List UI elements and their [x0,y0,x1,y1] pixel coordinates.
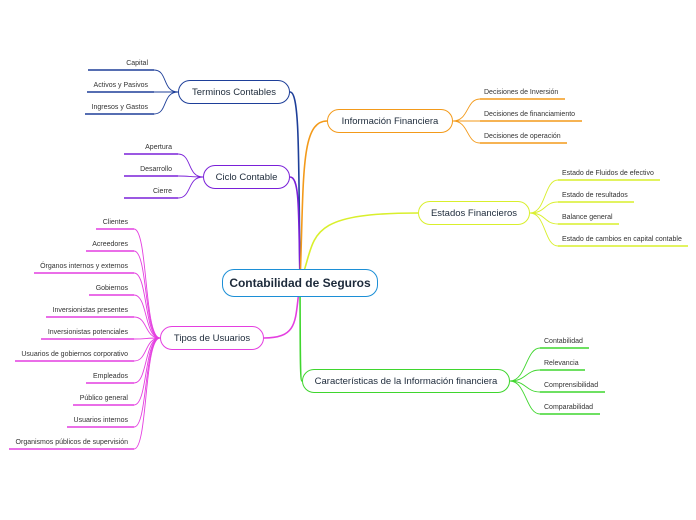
leaf-info-2[interactable]: Decisiones de operación [484,133,561,140]
leaf-caract-1[interactable]: Relevancia [544,360,579,367]
leaf-info-1[interactable]: Decisiones de financiamiento [484,111,576,118]
leaf-usuarios-7[interactable]: Empleados [92,373,128,380]
leaf-connector-usuarios-2 [133,272,161,339]
leaf-connector-estados-2 [529,212,559,225]
leaf-connector-ciclo-2 [177,176,204,199]
leaf-terminos-2[interactable]: Ingresos y Gastos [91,104,148,111]
leaf-terminos-0[interactable]: Capital [126,60,148,67]
leaf-ciclo-1[interactable]: Desarrollo [140,166,172,173]
branch-caract[interactable]: Características de la Información financ… [302,369,510,393]
leaf-usuarios-2[interactable]: Órganos internos y externos [40,263,128,270]
leaf-connector-estados-3 [529,212,559,247]
leaf-usuarios-9[interactable]: Usuarios internos [73,417,128,424]
leaf-usuarios-4[interactable]: Inversionistas presentes [52,307,128,314]
leaf-usuarios-3[interactable]: Gobiernos [95,285,128,292]
connector-estados [299,212,419,284]
leaf-connector-usuarios-1 [133,250,161,339]
branch-ciclo[interactable]: Ciclo Contable [203,165,290,189]
leaf-ciclo-2[interactable]: Cierre [152,188,172,195]
leaf-caract-2[interactable]: Comprensibilidad [544,382,599,389]
connector-ciclo [289,176,301,284]
connector-info [299,120,328,284]
branch-estados[interactable]: Estados Financieros [418,201,530,225]
leaf-connector-ciclo-0 [177,153,204,178]
central-topic[interactable]: Contabilidad de Seguros [222,269,378,297]
leaf-estados-3[interactable]: Estado de cambios en capital contable [562,236,682,243]
leaf-estados-2[interactable]: Balance general [562,214,613,221]
leaf-usuarios-0[interactable]: Clientes [102,219,128,226]
leaf-connector-info-2 [452,120,481,144]
leaf-connector-terminos-2 [153,91,179,115]
leaf-connector-usuarios-4 [133,316,161,339]
leaf-info-0[interactable]: Decisiones de Inversión [484,89,559,96]
leaf-connector-caract-2 [509,380,541,393]
branch-terminos[interactable]: Terminos Contables [178,80,290,104]
leaf-usuarios-10[interactable]: Organismos públicos de supervisión [15,439,128,446]
leaf-connector-usuarios-0 [133,228,161,339]
leaf-connector-caract-0 [509,347,541,382]
leaf-connector-terminos-0 [153,69,179,93]
leaf-connector-usuarios-3 [133,294,161,339]
leaf-usuarios-5[interactable]: Inversionistas potenciales [47,329,128,336]
leaf-caract-0[interactable]: Contabilidad [544,338,583,345]
connector-caract [299,282,303,382]
leaf-connector-usuarios-10 [133,337,161,450]
leaf-estados-0[interactable]: Estado de Fluidos de efectivo [562,170,654,177]
leaf-estados-1[interactable]: Estado de resultados [562,192,628,199]
leaf-ciclo-0[interactable]: Apertura [145,144,172,151]
branch-usuarios[interactable]: Tipos de Usuarios [160,326,264,350]
leaf-connector-estados-1 [529,201,559,214]
leaf-connector-estados-0 [529,179,559,214]
leaf-usuarios-8[interactable]: Público general [79,395,128,402]
connector-terminos [289,91,301,284]
leaf-connector-info-0 [452,98,481,122]
leaf-terminos-1[interactable]: Activos y Pasivos [93,82,148,89]
leaf-caract-3[interactable]: Comparabilidad [544,404,594,411]
leaf-connector-caract-3 [509,380,541,415]
leaf-usuarios-1[interactable]: Acreedores [92,241,128,248]
branch-info[interactable]: Información Financiera [327,109,453,133]
leaf-connector-caract-1 [509,369,541,382]
leaf-usuarios-6[interactable]: Usuarios de gobiernos corporativo [21,351,128,358]
